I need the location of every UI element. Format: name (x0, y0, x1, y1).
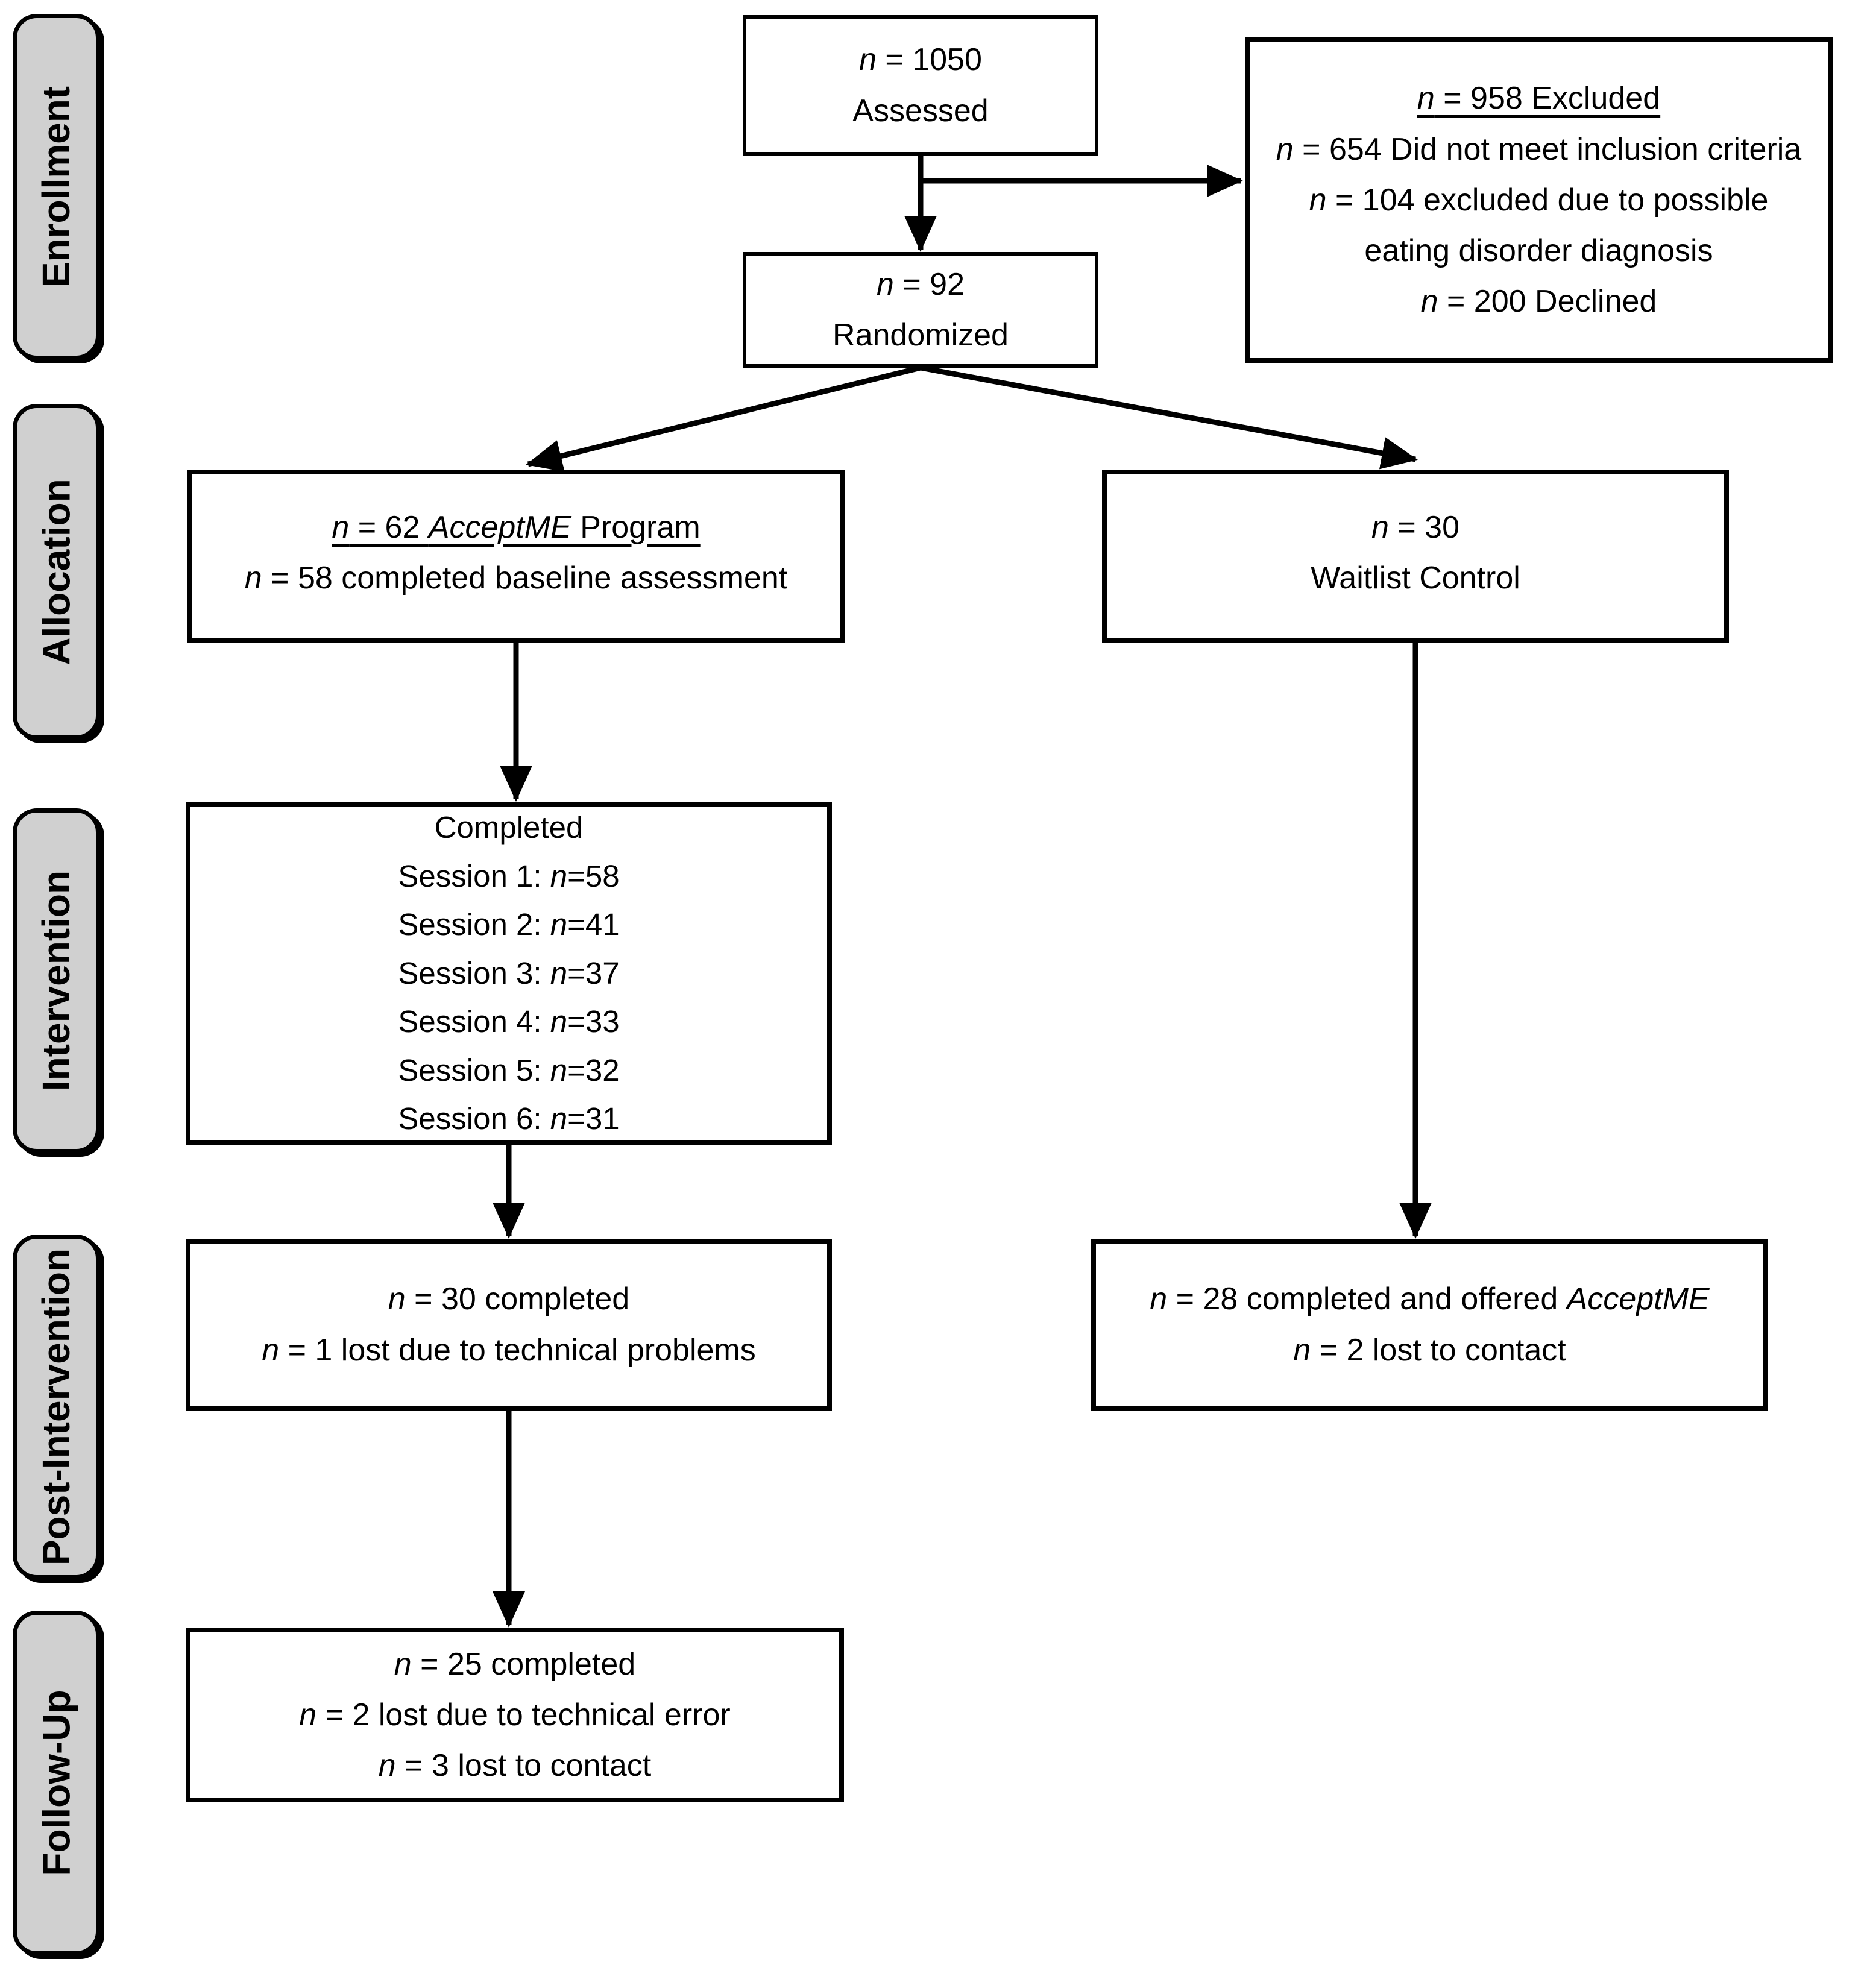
box-line: Waitlist Control (1311, 561, 1520, 596)
follow-up-box: n = 25 completed n = 2 lost due to techni… (186, 1628, 844, 1802)
box-line: Session 4: n=33 (398, 1004, 620, 1039)
box-line: n = 25 completed (394, 1646, 636, 1682)
box-line: Completed (434, 810, 584, 845)
box-line: n = 104 excluded due to possible eating … (1309, 182, 1777, 269)
stage-label-text: Intervention (34, 870, 78, 1092)
box-line: Session 1: n=58 (398, 858, 620, 893)
excluded-box: n = 958 Excluded n = 654 Did not meet inc… (1245, 37, 1833, 363)
box-line: Session 2: n=41 (398, 907, 620, 942)
box-line: n = 654 Did not meet inclusion criteria (1276, 131, 1802, 167)
stage-label-text: Post-Intervention (34, 1248, 78, 1566)
box-line: n = 2 lost to contact (1293, 1332, 1566, 1368)
stage-label-follow-up: Follow-Up (13, 1611, 100, 1955)
post-intervention-acceptme-box: n = 30 completed n = 1 lost due to techni… (186, 1239, 832, 1411)
stage-label-post-intervention: Post-Intervention (13, 1235, 100, 1579)
box-line: n = 92 (876, 266, 965, 302)
box-line: n = 28 completed and offered AcceptME (1150, 1282, 1710, 1317)
arrow-randomized-to-waitlist (920, 365, 1418, 470)
stage-label-text: Allocation (34, 478, 78, 665)
box-line: Session 6: n=31 (398, 1101, 620, 1136)
box-line: n = 30 completed (388, 1282, 630, 1317)
arrow-randomized-to-acceptme (526, 365, 922, 472)
acceptme-program-box: n = 62 AcceptME Program n = 58 completed … (187, 470, 845, 643)
post-intervention-waitlist-box: n = 28 completed and offered AcceptME n =… (1091, 1239, 1768, 1411)
box-line: Randomized (833, 318, 1009, 353)
stage-label-enrollment: Enrollment (13, 14, 100, 360)
box-line: n = 200 Declined (1420, 284, 1657, 319)
box-line: n = 2 lost due to technical error (299, 1697, 731, 1732)
box-line: n = 1050 (859, 42, 982, 78)
box-line: n = 3 lost to contact (378, 1748, 652, 1784)
box-line: Session 3: n=37 (398, 955, 620, 990)
box-line: Session 5: n=32 (398, 1052, 620, 1087)
box-line: n = 958 Excluded (1417, 81, 1661, 116)
waitlist-control-box: n = 30 Waitlist Control (1102, 470, 1729, 643)
stage-label-intervention: Intervention (13, 808, 100, 1153)
box-line: n = 62 AcceptME Program (332, 510, 701, 545)
stage-label-allocation: Allocation (13, 404, 100, 740)
stage-label-text: Enrollment (34, 86, 78, 288)
box-line: Assessed (852, 93, 989, 128)
box-line: n = 30 (1371, 510, 1460, 545)
randomized-box: n = 92 Randomized (743, 252, 1098, 368)
box-line: n = 58 completed baseline assessment (244, 561, 788, 596)
stage-label-text: Follow-Up (34, 1690, 78, 1876)
box-line: n = 1 lost due to technical problems (262, 1332, 756, 1368)
